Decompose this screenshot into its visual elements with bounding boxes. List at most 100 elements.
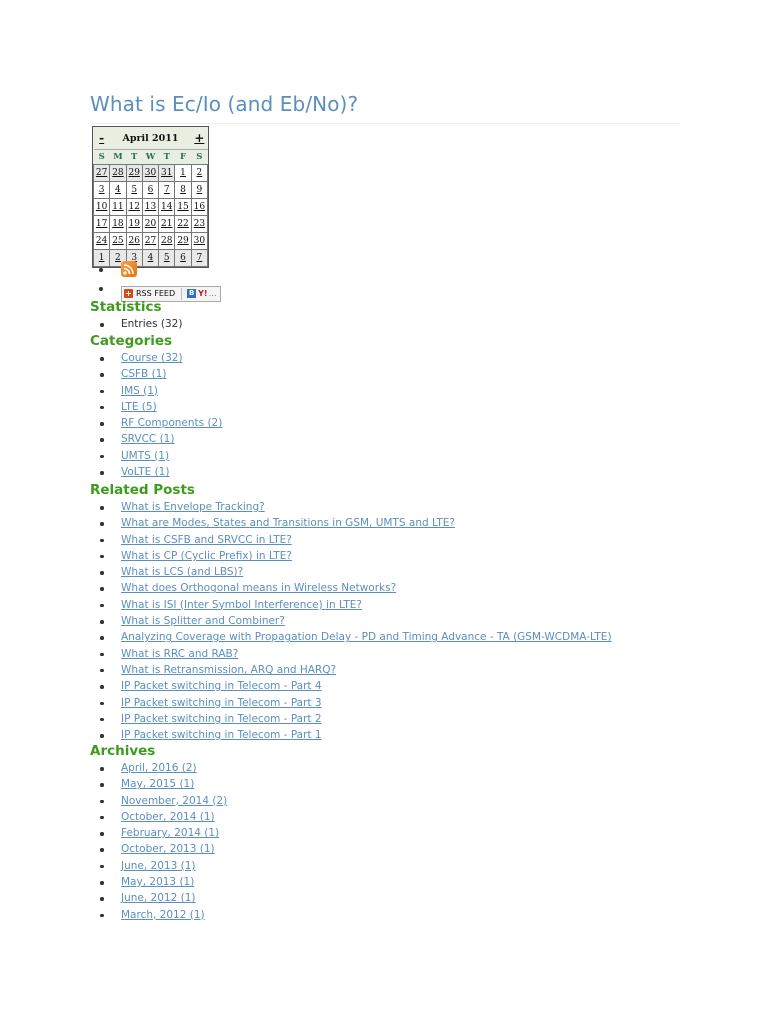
calendar-day[interactable]: 20 <box>141 215 160 233</box>
calendar-day[interactable]: 28 <box>158 232 176 250</box>
related-post-link[interactable]: IP Packet switching in Telecom - Part 1 <box>121 729 322 742</box>
calendar-day[interactable]: 12 <box>125 198 143 216</box>
calendar-day[interactable]: 23 <box>190 215 209 233</box>
calendar-day[interactable]: 26 <box>125 232 143 250</box>
calendar-day[interactable]: 28 <box>109 164 127 182</box>
list-item: Course (32) <box>90 350 222 366</box>
calendar-day[interactable]: 25 <box>109 232 127 250</box>
calendar-weekday: S <box>93 149 110 165</box>
list-item: IP Packet switching in Telecom - Part 1 <box>90 727 612 743</box>
calendar-day[interactable]: 16 <box>190 198 209 216</box>
calendar-day[interactable]: 31 <box>158 164 176 182</box>
category-link[interactable]: UMTS (1) <box>121 449 170 462</box>
list-item: October, 2014 (1) <box>90 809 227 825</box>
archive-link[interactable]: April, 2016 (2) <box>121 762 197 774</box>
list-item: IP Packet switching in Telecom - Part 2 <box>90 711 612 727</box>
related-post-link[interactable]: What is ISI (Inter Symbol Interference) … <box>121 598 362 611</box>
archives-heading: Archives <box>90 743 156 759</box>
calendar-day[interactable]: 5 <box>125 181 143 199</box>
calendar-day[interactable]: 11 <box>109 198 127 216</box>
calendar-day[interactable]: 6 <box>174 249 192 267</box>
category-link[interactable]: IMS (1) <box>121 384 159 397</box>
archive-link[interactable]: May, 2013 (1) <box>121 876 195 889</box>
related-post-link[interactable]: What is Retransmission, ARQ and HARQ? <box>121 663 337 676</box>
category-link[interactable]: Course (32) <box>121 352 183 364</box>
rss-feed-button[interactable]: + RSS FEED B Y! … <box>121 285 221 302</box>
calendar-prev-button[interactable]: - <box>93 127 110 150</box>
list-item: What is CP (Cyclic Prefix) in LTE? <box>90 548 612 564</box>
archive-link[interactable]: March, 2012 (1) <box>121 908 205 921</box>
related-post-link[interactable]: Analyzing Coverage with Propagation Dela… <box>121 631 612 644</box>
calendar-day[interactable]: 24 <box>92 232 111 250</box>
list-item: What is LCS (and LBS)? <box>90 564 612 580</box>
archive-link[interactable]: November, 2014 (2) <box>121 794 228 807</box>
calendar-day[interactable]: 18 <box>109 215 127 233</box>
related-post-link[interactable]: What is CP (Cyclic Prefix) in LTE? <box>121 549 292 562</box>
list-item: November, 2014 (2) <box>90 793 227 809</box>
calendar-day[interactable]: 21 <box>158 215 176 233</box>
related-post-link[interactable]: IP Packet switching in Telecom - Part 4 <box>121 680 322 693</box>
calendar-day[interactable]: 17 <box>92 215 111 233</box>
related-post-link[interactable]: What does Orthogonal means in Wireless N… <box>121 582 397 595</box>
calendar-day[interactable]: 27 <box>92 164 111 182</box>
calendar-weekday: M <box>109 149 127 165</box>
calendar-day[interactable]: 1 <box>174 164 192 182</box>
related-posts-widget: Related Posts What is Envelope Tracking?… <box>90 481 612 743</box>
calendar-day[interactable]: 9 <box>190 181 209 199</box>
list-item: LTE (5) <box>90 399 222 415</box>
category-link[interactable]: SRVCC (1) <box>121 433 175 446</box>
calendar-day[interactable]: 8 <box>174 181 192 199</box>
related-post-link[interactable]: What is LCS (and LBS)? <box>121 566 244 579</box>
list-item: June, 2012 (1) <box>90 890 227 906</box>
calendar-day[interactable]: 14 <box>158 198 176 216</box>
calendar-next-button[interactable]: + <box>191 127 208 150</box>
category-link[interactable]: LTE (5) <box>121 400 157 413</box>
calendar-day[interactable]: 29 <box>125 164 143 182</box>
archive-link[interactable]: October, 2013 (1) <box>121 843 215 856</box>
calendar-day[interactable]: 30 <box>190 232 209 250</box>
category-link[interactable]: VoLTE (1) <box>121 466 170 479</box>
calendar-day[interactable]: 4 <box>141 249 160 267</box>
related-post-link[interactable]: IP Packet switching in Telecom - Part 3 <box>121 696 322 709</box>
feed-links: + RSS FEED B Y! … <box>90 261 221 302</box>
calendar-day[interactable]: 2 <box>190 164 209 182</box>
related-post-link[interactable]: What is Envelope Tracking? <box>121 501 265 513</box>
archive-link[interactable]: June, 2012 (1) <box>121 892 196 905</box>
related-post-link[interactable]: What is RRC and RAB? <box>121 647 239 660</box>
related-post-link[interactable]: What is Splitter and Combiner? <box>121 615 285 628</box>
archive-link[interactable]: February, 2014 (1) <box>121 827 220 840</box>
category-link[interactable]: CSFB (1) <box>121 368 167 381</box>
list-item: What does Orthogonal means in Wireless N… <box>90 580 612 596</box>
calendar-day[interactable]: 19 <box>125 215 143 233</box>
list-item: April, 2016 (2) <box>90 760 227 776</box>
calendar-day[interactable]: 15 <box>174 198 192 216</box>
calendar-day[interactable]: 7 <box>190 249 209 267</box>
calendar-day[interactable]: 5 <box>158 249 176 267</box>
categories-list: Course (32) CSFB (1) IMS (1) LTE (5) RF Comp… <box>90 350 222 480</box>
calendar-day[interactable]: 27 <box>141 232 160 250</box>
calendar-day[interactable]: 3 <box>92 181 111 199</box>
calendar-day[interactable]: 13 <box>141 198 160 216</box>
archive-link[interactable]: May, 2015 (1) <box>121 778 195 791</box>
category-link[interactable]: RF Components (2) <box>121 417 223 430</box>
archives-widget: Archives April, 2016 (2) May, 2015 (1) Nov… <box>90 742 227 923</box>
calendar-day[interactable]: 30 <box>141 164 160 182</box>
list-item: SRVCC (1) <box>90 431 222 447</box>
archive-link[interactable]: October, 2014 (1) <box>121 810 215 823</box>
calendar-day[interactable]: 29 <box>174 232 192 250</box>
statistics-heading: Statistics <box>90 299 162 315</box>
calendar-day[interactable]: 7 <box>158 181 176 199</box>
calendar-day[interactable]: 22 <box>174 215 192 233</box>
calendar-day[interactable]: 6 <box>141 181 160 199</box>
related-post-link[interactable]: What is CSFB and SRVCC in LTE? <box>121 533 292 546</box>
title-divider <box>90 123 680 124</box>
rss-icon[interactable] <box>121 261 137 277</box>
calendar-day[interactable]: 4 <box>109 181 127 199</box>
calendar-day[interactable]: 10 <box>92 198 111 216</box>
feed-item-button: + RSS FEED B Y! … <box>90 280 221 302</box>
more-icon: … <box>208 289 217 298</box>
calendar-weekday: W <box>142 149 159 165</box>
related-post-link[interactable]: IP Packet switching in Telecom - Part 2 <box>121 712 322 725</box>
archive-link[interactable]: June, 2013 (1) <box>121 859 196 872</box>
related-post-link[interactable]: What are Modes, States and Transitions i… <box>121 517 456 530</box>
